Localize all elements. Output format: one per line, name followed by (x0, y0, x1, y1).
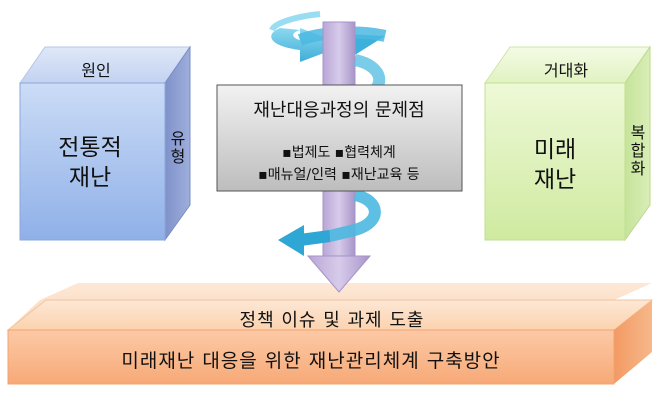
right-cube-top-label: 거대화 (543, 61, 589, 80)
left-cube-main-label-line1: 전통적 (58, 135, 122, 161)
left-cube-side-label: 유형 (167, 130, 186, 166)
center-box (216, 84, 463, 192)
bottom-slab-side (614, 300, 652, 384)
bottom-slab-top-label: 정책 이슈 및 과제 도출 (239, 310, 425, 331)
left-cube-main-label-line2: 재난 (68, 165, 112, 191)
bottom-slab-front (7, 329, 615, 385)
center-box-line2: ▪매뉴얼/인력 ▪재난교육 등 (258, 167, 420, 183)
bottom-slab (6, 283, 654, 385)
down-arrow-head (306, 255, 372, 293)
right-cube-front (484, 82, 626, 241)
center-box-title: 재난대응과정의 문제점 (253, 100, 425, 121)
left-cube (19, 45, 191, 242)
bottom-slab-front-label: 미래재난 대응을 위한 재난관리체계 구축방안 (121, 350, 501, 372)
left-cube-top-label: 원인 (81, 61, 111, 80)
right-cube-side-label: 복합화 (627, 124, 646, 178)
left-cube-front (19, 82, 166, 241)
right-cube-main-label-line2: 재난 (533, 167, 577, 193)
right-cube-main-label-line1: 미래 (533, 137, 577, 163)
center-box-line1: ▪법제도 ▪협력체계 (282, 145, 396, 161)
right-cube (484, 45, 651, 242)
spiral-arrowhead-lower (278, 225, 304, 256)
